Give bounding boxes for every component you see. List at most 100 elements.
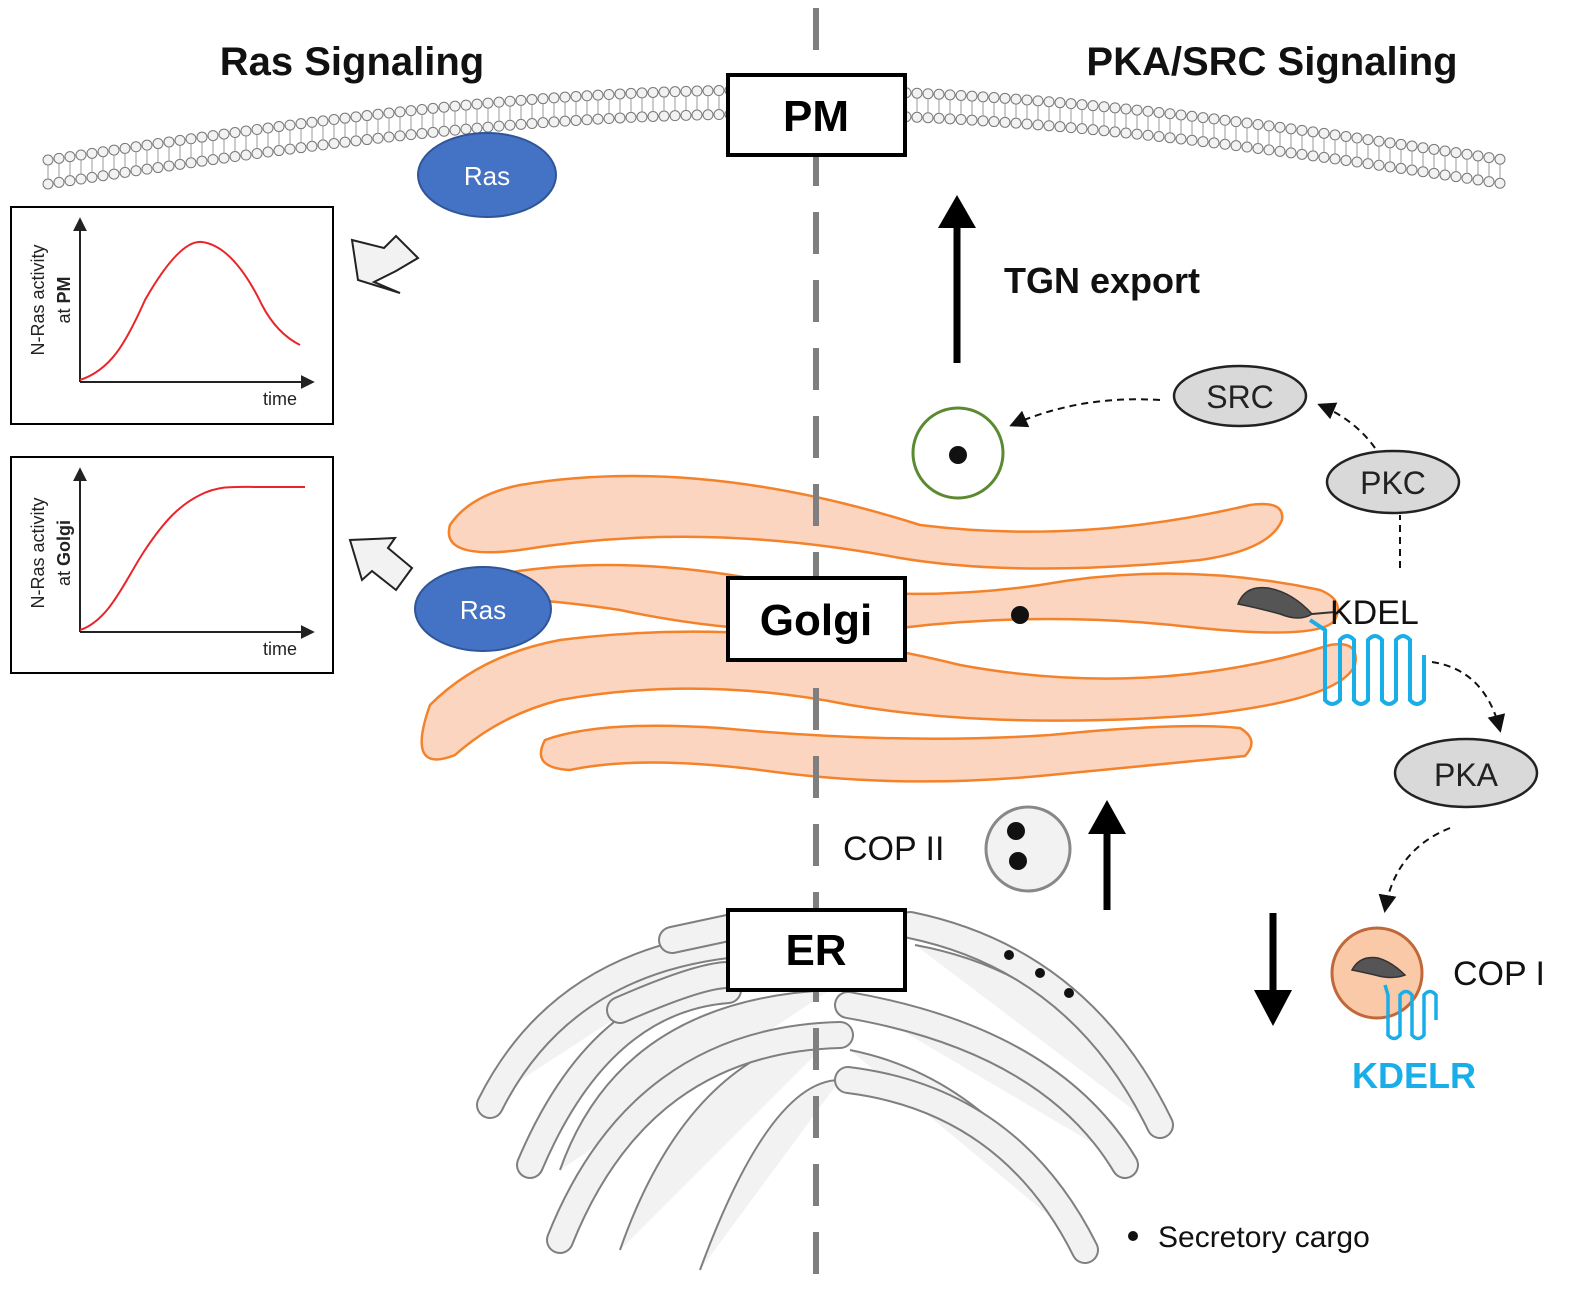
lipid-head: [669, 86, 681, 98]
lipid-head: [1241, 117, 1253, 129]
lipid-head: [1208, 113, 1220, 125]
plot-golgi: N-Ras activity at Golgi time: [10, 456, 334, 674]
kdelr-to-pka-arrow: [1431, 661, 1506, 733]
pm-label: PM: [783, 92, 849, 141]
lipid-head: [493, 96, 505, 108]
lipid-head: [372, 132, 384, 144]
lipid-head: [1098, 125, 1110, 137]
lipid-head: [416, 127, 428, 139]
lipid-head: [185, 133, 197, 145]
lipid-head: [999, 116, 1011, 128]
plot-golgi-frame: [10, 456, 334, 674]
kdelr-label: KDELR: [1352, 1055, 1476, 1096]
lipid-head: [1428, 167, 1440, 179]
legend: Secretory cargo: [1128, 1221, 1370, 1254]
lipid-head: [339, 112, 351, 124]
lipid-head: [1230, 140, 1242, 152]
lipid-head: [702, 109, 714, 121]
lipid-head: [1087, 124, 1099, 136]
lipid-head: [1417, 166, 1429, 178]
lipid-head: [504, 119, 516, 131]
lipid-head: [405, 129, 417, 141]
lipid-head: [1461, 172, 1473, 184]
lipid-head: [449, 124, 461, 136]
golgi-label: Golgi: [760, 596, 872, 645]
lipid-head: [1450, 171, 1462, 183]
lipid-head: [53, 152, 65, 164]
lipid-head: [262, 122, 274, 134]
lipid-head: [1054, 121, 1066, 133]
lipid-head: [306, 116, 318, 128]
lipid-head: [944, 113, 956, 125]
lipid-head: [636, 111, 648, 123]
lipid-head: [966, 90, 978, 102]
lipid-head: [1329, 153, 1341, 165]
lipid-head: [537, 93, 549, 105]
lipid-head: [1285, 147, 1297, 159]
lipid-head: [394, 106, 406, 118]
lipid-head: [1010, 93, 1022, 105]
export-vesicle: [911, 406, 1005, 500]
lipid-head: [196, 131, 208, 143]
lipid-head: [1109, 126, 1121, 138]
lipid-head: [1340, 130, 1352, 142]
lipid-head: [130, 165, 142, 177]
lipid-head: [130, 141, 142, 153]
lipid-head: [141, 139, 153, 151]
lipid-head: [1010, 117, 1022, 129]
lipid-head: [1087, 100, 1099, 112]
plot-pm-ylabel-line1: N-Ras activity: [28, 244, 48, 355]
lipid-head: [1153, 106, 1165, 118]
lipid-head: [1450, 147, 1462, 159]
lipid-head: [977, 115, 989, 127]
lipid-head: [955, 113, 967, 125]
kdelr-receptor: [1308, 618, 1426, 706]
lipid-head: [339, 136, 351, 148]
lipid-head: [592, 113, 604, 125]
lipid-head: [328, 114, 340, 126]
lipid-head: [295, 142, 307, 154]
lipid-head: [119, 142, 131, 154]
lipid-head: [559, 115, 571, 127]
lipid-head: [394, 130, 406, 142]
lipid-head: [702, 85, 714, 97]
lipid-head: [570, 90, 582, 102]
lipid-head: [64, 151, 76, 163]
lipid-head: [955, 89, 967, 101]
lipid-head: [1065, 98, 1077, 110]
ras-signaling-title: Ras Signaling: [220, 40, 485, 84]
cop1-kdel-ligand: [1350, 956, 1407, 979]
plot-pm-frame: [10, 206, 334, 425]
golgi-cargo: [1011, 606, 1029, 624]
lipid-head: [42, 178, 54, 190]
lipid-head: [383, 107, 395, 119]
lipid-head: [1428, 143, 1440, 155]
lipid-head: [1274, 145, 1286, 157]
ras-golgi: Ras: [414, 566, 552, 652]
lipid-head: [438, 101, 450, 113]
lipid-head: [449, 100, 461, 112]
lipid-head: [1307, 150, 1319, 162]
lipid-head: [526, 118, 538, 130]
lipid-head: [680, 109, 692, 121]
lipid-head: [1274, 121, 1286, 133]
lipid-head: [988, 92, 1000, 104]
cop2-label: COP II: [843, 830, 944, 868]
lipid-head: [570, 114, 582, 126]
lipid-head: [1142, 105, 1154, 117]
plot-golgi-curve: [79, 485, 305, 631]
lipid-head: [163, 160, 175, 172]
lipid-head: [658, 86, 670, 98]
legend-cargo-dot: [1128, 1231, 1138, 1241]
lipid-head: [482, 121, 494, 133]
lipid-head: [515, 94, 527, 106]
lipid-head: [1483, 152, 1495, 164]
lipid-head: [273, 145, 285, 157]
lipid-head: [658, 110, 670, 122]
lipid-head: [1186, 110, 1198, 122]
plot-pm: N-Ras activity at PM time: [10, 206, 334, 425]
lipid-head: [350, 135, 362, 147]
lipid-head: [1472, 174, 1484, 186]
lipid-head: [548, 116, 560, 128]
kdel-ligand-tail: [1311, 611, 1336, 615]
